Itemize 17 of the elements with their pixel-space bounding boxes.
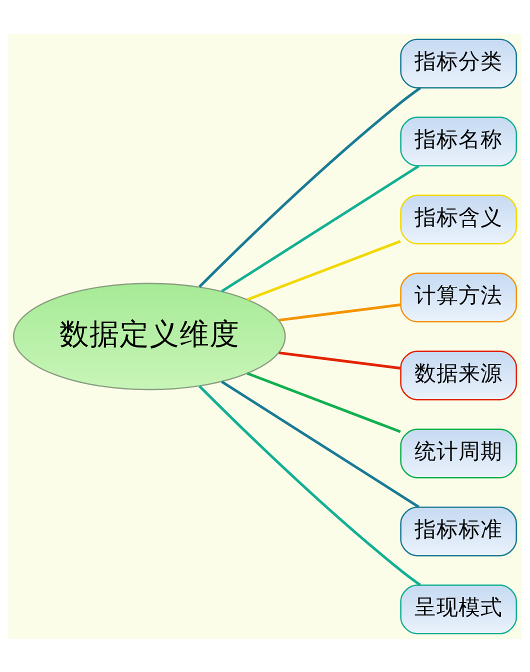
connector <box>221 380 420 508</box>
connector <box>198 384 421 586</box>
node-box: 指标标准 <box>400 506 518 556</box>
connector <box>246 239 401 300</box>
connector <box>221 164 420 292</box>
node-ellipse: 数据定义维度 <box>12 282 286 390</box>
connector <box>278 350 401 370</box>
connector <box>278 302 401 322</box>
node-box: 统计周期 <box>400 428 518 478</box>
connector <box>198 86 421 288</box>
node-box: 计算方法 <box>400 272 518 322</box>
node-box: 数据来源 <box>400 350 518 400</box>
connector <box>246 372 401 433</box>
node-box: 指标分类 <box>400 38 518 88</box>
node-box: 指标名称 <box>400 116 518 166</box>
node-box: 指标含义 <box>400 194 518 244</box>
node-box: 呈现模式 <box>400 584 518 634</box>
